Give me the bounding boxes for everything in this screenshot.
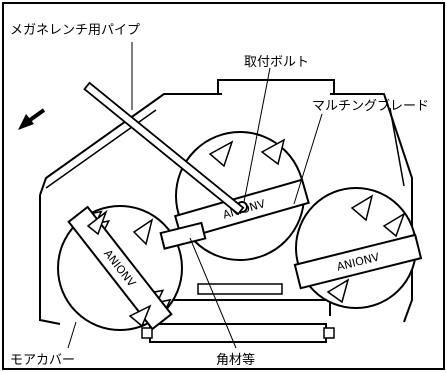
left-rotor-fin — [132, 218, 154, 246]
wrench-pipe — [83, 81, 245, 216]
rotation-arrow-icon — [18, 108, 46, 130]
right-rotor-fin — [326, 278, 350, 304]
center-rotor-fin — [208, 140, 234, 168]
left-rotor-fin — [128, 304, 152, 328]
bottom-skid — [149, 323, 327, 343]
right-rotor-fin — [350, 194, 374, 222]
mower-cover-shell — [39, 93, 413, 196]
left-blade-teeth — [92, 210, 172, 309]
top-housing — [217, 79, 335, 94]
skid-cap-right — [323, 327, 335, 339]
center-support — [197, 283, 283, 295]
right-rotor: ANIONV — [293, 187, 423, 309]
cover-leader-line — [67, 321, 77, 349]
blade-leader-line — [293, 113, 323, 205]
label-mower-cover: モアカバー — [10, 353, 75, 368]
wood-leader-line — [189, 237, 237, 349]
right-blade — [293, 233, 423, 290]
center-rotor-fin — [260, 138, 286, 166]
right-rotor-fin — [382, 212, 406, 238]
skid-cap-left — [141, 327, 153, 339]
label-wood-block: 角材等 — [216, 352, 255, 368]
wood-block — [159, 221, 207, 250]
bolt-leader-line — [243, 67, 271, 203]
label-mulching-blade: マルチングブレード — [312, 98, 429, 114]
left-rotor-fin — [86, 209, 108, 236]
label-wrench-pipe: メガネレンチ用パイプ — [10, 23, 140, 38]
left-rotor: ANIONV — [57, 205, 183, 331]
left-blade — [67, 205, 173, 331]
label-mounting-bolt: 取付ボルト — [244, 55, 309, 70]
